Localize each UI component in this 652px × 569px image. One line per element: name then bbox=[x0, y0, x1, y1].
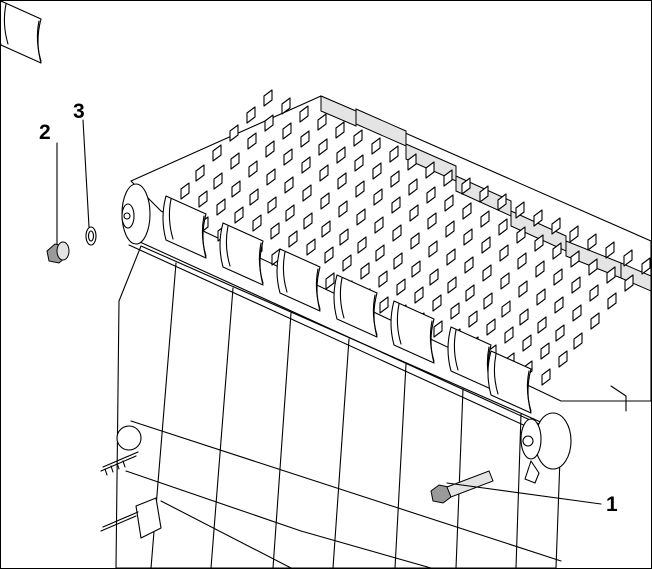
part-2-plug bbox=[46, 241, 70, 264]
callout-3: 3 bbox=[73, 100, 85, 123]
callout-2: 2 bbox=[39, 121, 51, 144]
leader-lines bbox=[56, 119, 602, 505]
heat-exchanger-top bbox=[130, 89, 651, 402]
part-1-bolt bbox=[430, 470, 494, 504]
pin-fin-array bbox=[163, 89, 651, 386]
rail-segments bbox=[1, 1, 532, 414]
right-end-cap bbox=[520, 412, 572, 484]
tie-rod bbox=[128, 236, 542, 434]
left-fittings bbox=[100, 425, 162, 539]
part-3-o-ring bbox=[85, 226, 97, 246]
callout-1: 1 bbox=[606, 493, 618, 516]
left-end-cap bbox=[121, 183, 151, 245]
